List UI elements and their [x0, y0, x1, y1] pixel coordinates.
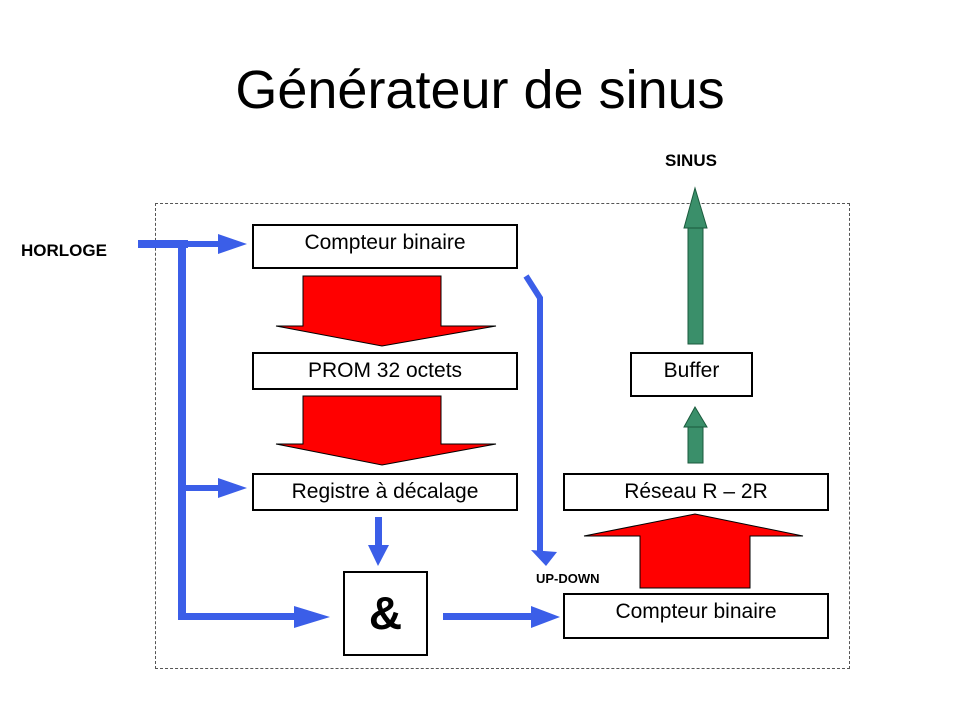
clock-branch-register: [186, 485, 220, 491]
counter-to-r2r-bus-arrow: [583, 513, 804, 589]
clock-arrowhead-counter: [218, 234, 247, 254]
r2r-to-buffer-shaft: [687, 426, 704, 464]
circuit-frame: [155, 203, 850, 669]
r2r-network-block: Réseau R – 2R: [563, 473, 829, 511]
bottom-binary-counter-block: Compteur binaire: [563, 593, 829, 639]
clock-branch-counter: [186, 241, 220, 247]
and-to-counter-arrowhead: [531, 606, 560, 628]
shift-register-block: Registre à décalage: [252, 473, 518, 511]
clock-arrowhead-register: [218, 478, 247, 498]
clock-branch-and: [186, 613, 296, 620]
sinus-output-label: SINUS: [665, 151, 717, 170]
up-down-label: UP-DOWN: [536, 571, 600, 586]
up-down-line: [523, 274, 543, 552]
register-to-and-arrowhead: [368, 545, 389, 566]
and-to-counter-line: [443, 613, 533, 620]
horloge-input-label: HORLOGE: [21, 241, 107, 260]
buffer-to-sinus-shaft: [687, 227, 704, 345]
buffer-block: Buffer: [630, 352, 753, 397]
clock-input-line: [138, 240, 188, 248]
top-binary-counter-block: Compteur binaire: [252, 224, 518, 269]
counter-to-prom-bus-arrow: [275, 275, 497, 347]
data-bus: [275, 275, 804, 589]
register-to-and-line: [375, 517, 382, 547]
up-down-arrowhead: [531, 550, 557, 566]
buffer-to-sinus-arrowhead: [683, 186, 708, 229]
page-title: Générateur de sinus: [235, 60, 725, 120]
clock-vertical-line: [178, 240, 186, 620]
analog-path: [683, 186, 708, 464]
prom-to-register-bus-arrow: [275, 395, 497, 466]
clock-arrowhead-and: [294, 606, 330, 628]
clock-bus: [138, 234, 560, 628]
and-gate-block: &: [343, 571, 428, 656]
r2r-to-buffer-arrowhead: [683, 405, 708, 428]
prom-block: PROM 32 octets: [252, 352, 518, 390]
